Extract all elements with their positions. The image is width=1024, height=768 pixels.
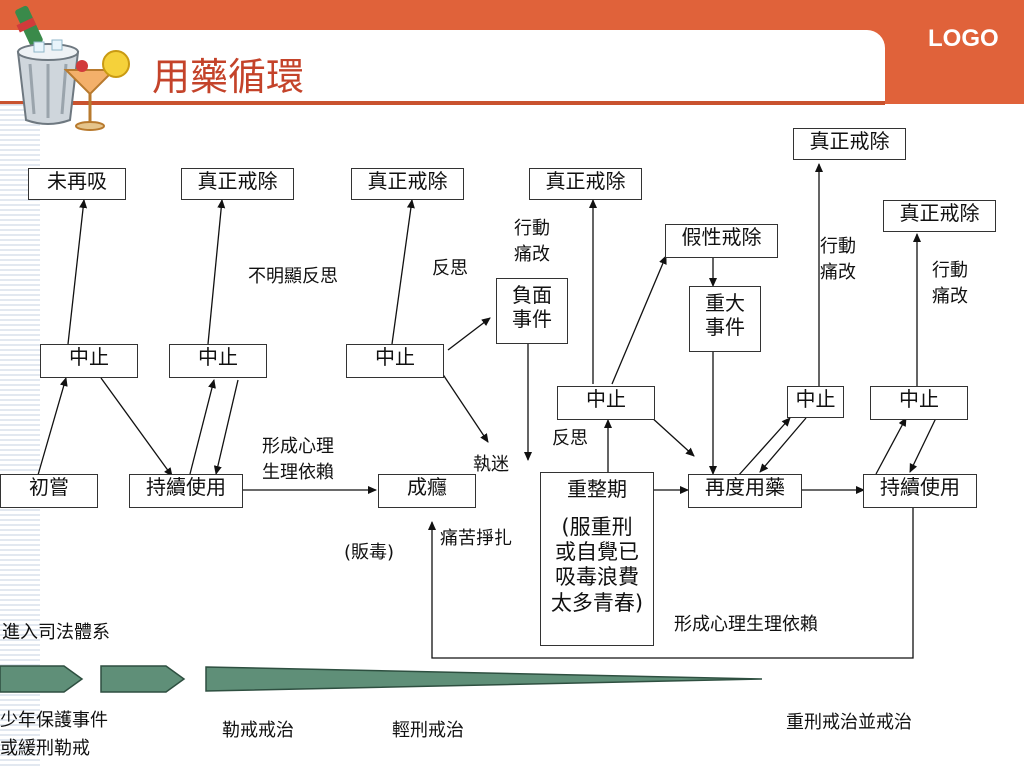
box-fumian: 負面 事件	[496, 278, 568, 344]
box-zhongzhi-6: 中止	[870, 386, 968, 420]
box-chuchang: 初嘗	[0, 474, 98, 508]
box-zhongzheng-title: 重整期	[567, 477, 627, 501]
box-zhongzhi-3: 中止	[346, 344, 444, 378]
label-fandu: (販毒)	[344, 542, 395, 563]
box-zhongzheng-note-3: 吸毒浪費	[555, 565, 639, 590]
label-fansi-1: 反思	[432, 258, 468, 279]
label-tongku: 痛苦掙扎	[440, 528, 512, 549]
box-chengyin: 成癮	[378, 474, 476, 508]
logo: LOGO	[928, 25, 999, 52]
page-title: 用藥循環	[152, 55, 305, 99]
box-zhongzhi-1: 中止	[40, 344, 138, 378]
timeline-label-stage-4: 重刑戒治並戒治	[786, 712, 912, 733]
label-zhimi: 執迷	[473, 454, 509, 475]
box-zhongda: 重大 事件	[689, 286, 761, 352]
label-xingdong-2b: 痛改	[820, 262, 856, 283]
box-zhenzheng-3: 真正戒除	[529, 168, 642, 200]
timeline-arrow-2	[100, 665, 186, 693]
ice-bucket-cocktail-icon	[15, 5, 130, 131]
box-chixu-2: 持續使用	[863, 474, 977, 508]
box-zhongzheng: 重整期 (服重刑 或自覺已 吸毒浪費 太多青春)	[540, 472, 654, 646]
box-zhongzheng-note-2: 或自覺已	[555, 540, 639, 565]
side-stripes	[0, 104, 40, 768]
label-xingdong-1a: 行動	[514, 218, 550, 239]
label-bumingxian: 不明顯反思	[248, 266, 338, 287]
timeline-label-stage-3: 輕刑戒治	[392, 720, 464, 741]
box-zhenzheng-6: 真正戒除	[883, 200, 996, 232]
box-zhongzhi-5: 中止	[787, 386, 844, 418]
label-xincheng-b: 生理依賴	[262, 462, 334, 483]
box-fumian-line-1: 負面	[512, 283, 552, 307]
title-panel-shadow	[0, 101, 885, 105]
box-zaidu: 再度用藥	[688, 474, 802, 508]
box-zhongzheng-note-1: (服重刑	[561, 515, 633, 539]
box-zhenzheng-5: 真正戒除	[793, 128, 906, 160]
timeline-label-sifa: 進入司法體系	[2, 622, 110, 643]
label-xingdong-3b: 痛改	[932, 286, 968, 307]
label-xincheng-a: 形成心理	[262, 436, 334, 457]
box-zhongda-line-2: 事件	[705, 315, 745, 339]
timeline-label-stage-1b: 或緩刑勒戒	[0, 738, 90, 759]
box-zhenzheng-1: 真正戒除	[181, 168, 294, 200]
title-panel	[0, 30, 885, 104]
timeline-arrow-1	[0, 665, 84, 693]
timeline-label-stage-1a: 少年保護事件	[0, 710, 108, 731]
box-zhongzheng-note-4: 太多青春)	[550, 590, 644, 615]
box-zhenzheng-2: 真正戒除	[351, 168, 464, 200]
timeline-label-stage-2: 勒戒戒治	[222, 720, 294, 741]
label-xingdong-2a: 行動	[820, 236, 856, 257]
label-xincheng-full: 形成心理生理依賴	[674, 614, 818, 635]
label-xingdong-3a: 行動	[932, 260, 968, 281]
box-fumian-line-2: 事件	[512, 307, 552, 331]
label-xingdong-1b: 痛改	[514, 244, 550, 265]
timeline-arrow-3	[205, 666, 763, 692]
box-weizaixi: 未再吸	[28, 168, 126, 200]
label-fansi-2: 反思	[552, 428, 588, 449]
box-zhongzhi-2: 中止	[169, 344, 267, 378]
box-zhongzhi-4: 中止	[557, 386, 655, 420]
box-chixu-1: 持續使用	[129, 474, 243, 508]
box-jiaxing: 假性戒除	[665, 224, 778, 258]
box-zhongda-line-1: 重大	[705, 291, 745, 315]
